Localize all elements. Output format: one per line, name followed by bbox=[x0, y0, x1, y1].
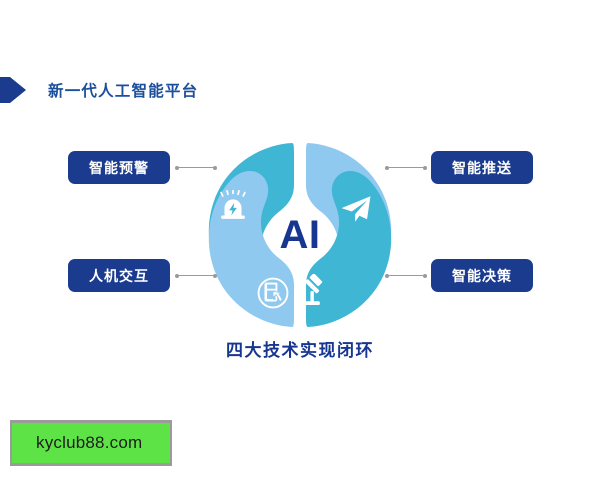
connector-dot bbox=[385, 273, 389, 278]
connector-dot bbox=[213, 273, 217, 278]
connector-top-left bbox=[175, 163, 217, 172]
connector-dot bbox=[175, 165, 179, 170]
label-human-machine-interaction[interactable]: 人机交互 bbox=[68, 259, 170, 292]
connector-top-right bbox=[385, 163, 427, 172]
paper-plane-icon bbox=[339, 192, 373, 226]
page-title: 新一代人工智能平台 bbox=[48, 83, 199, 100]
hand-touch-icon bbox=[256, 276, 290, 310]
page-header: 新一代人工智能平台 bbox=[0, 74, 198, 106]
watermark-text: kyclub88.com bbox=[12, 423, 170, 463]
label-smart-early-warning[interactable]: 智能预警 bbox=[68, 151, 170, 184]
connector-dot bbox=[175, 273, 179, 278]
connector-line bbox=[179, 167, 213, 168]
watermark-badge: kyclub88.com bbox=[10, 420, 172, 466]
connector-bottom-right bbox=[385, 271, 427, 280]
alarm-siren-icon bbox=[216, 190, 250, 224]
connector-bottom-left bbox=[175, 271, 217, 280]
connector-line bbox=[179, 275, 213, 276]
connector-line bbox=[389, 275, 423, 276]
connector-dot bbox=[423, 273, 427, 278]
connector-line bbox=[389, 167, 423, 168]
connector-dot bbox=[213, 165, 217, 170]
connector-dot bbox=[423, 165, 427, 170]
label-smart-push[interactable]: 智能推送 bbox=[431, 151, 533, 184]
label-smart-decision[interactable]: 智能决策 bbox=[431, 259, 533, 292]
quadrant-bottom-right[interactable] bbox=[306, 170, 392, 327]
gavel-icon bbox=[296, 274, 330, 308]
connector-dot bbox=[385, 165, 389, 170]
right-arrow-icon bbox=[0, 77, 26, 103]
diagram-caption: 四大技术实现闭环 bbox=[226, 341, 374, 360]
